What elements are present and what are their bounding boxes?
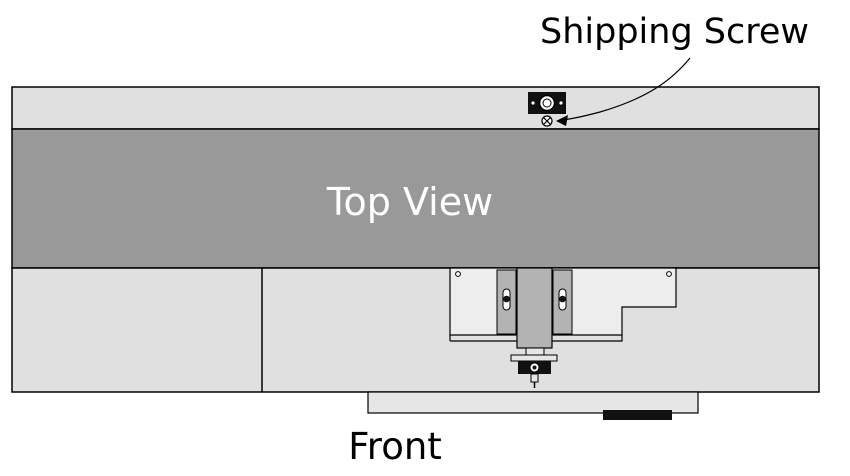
- nozzle-base: [510, 354, 558, 362]
- housing-top-strip: [11, 86, 820, 130]
- plate-screw-right: [666, 271, 672, 277]
- screw-mount-left: [531, 101, 535, 105]
- tray-dark-bar: [603, 410, 672, 420]
- callout-arrowhead: [556, 115, 568, 126]
- nozzle-tip: [530, 373, 539, 383]
- housing-dark-band: [11, 128, 820, 269]
- slot-screw-right: [559, 295, 566, 303]
- top-view-label: Top View: [326, 180, 494, 224]
- screw-position-mark: [541, 115, 553, 127]
- screw-center: [542, 98, 552, 108]
- nozzle-ring-center: [532, 365, 537, 370]
- shipping-screw: [528, 92, 566, 127]
- screw-mount-right: [559, 101, 563, 105]
- nozzle-collar: [525, 347, 545, 356]
- shipping-screw-label: Shipping Screw: [540, 12, 810, 52]
- central-column: [516, 267, 553, 349]
- slot-screw-left: [503, 295, 510, 303]
- plate-screw-left: [455, 271, 461, 277]
- callout-leader-line: [561, 57, 691, 121]
- front-label: Front: [348, 425, 442, 468]
- front-tray: [367, 391, 699, 414]
- housing-lower-section: [11, 267, 820, 393]
- carriage-plate-edge: [450, 335, 623, 342]
- screw-ring: [538, 94, 556, 112]
